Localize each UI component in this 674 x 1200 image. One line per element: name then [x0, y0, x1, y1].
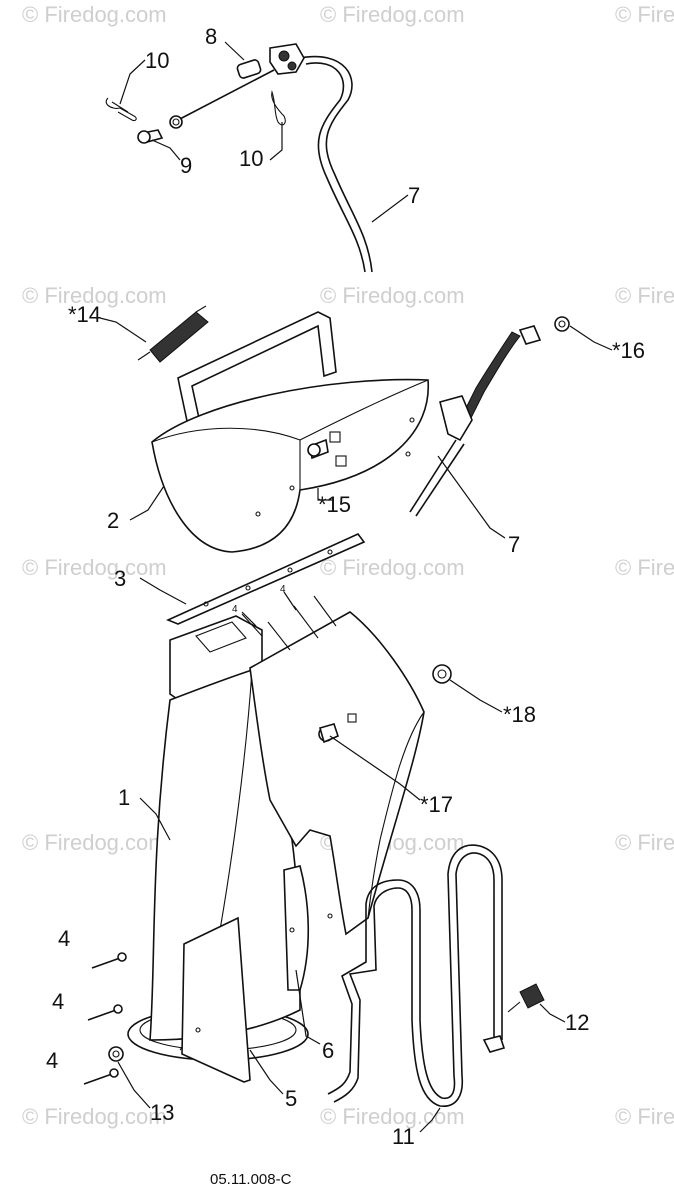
- callout-2: 2: [107, 508, 119, 533]
- callout-6: 6: [322, 1038, 334, 1063]
- leader-lines: [99, 41, 613, 1133]
- callout-17: *17: [420, 792, 453, 817]
- watermark-layer: © Firedog.com © Firedog.com © Firedog.co…: [22, 2, 674, 1129]
- callout-8: 8: [205, 24, 217, 49]
- callout-4: 4: [46, 1048, 58, 1073]
- callout-1: 1: [118, 785, 130, 810]
- callout-3: 3: [114, 566, 126, 591]
- callout-labels: 10 8 9 10 7 *14 2 *15 *16 7 3 4 4 *18 *1…: [46, 24, 645, 1149]
- drawing-code: 05.11.008-C: [210, 1171, 292, 1188]
- rivets: [83, 952, 127, 1085]
- control-cable-assembly: [105, 43, 373, 273]
- watermark-text: © Firedog.com: [22, 283, 167, 308]
- chute-deflector: [137, 305, 429, 553]
- watermark-text: © Firedog.com: [320, 283, 465, 308]
- callout-18: *18: [503, 702, 536, 727]
- watermark-text: © Firedog.com: [615, 2, 674, 27]
- callout-14: *14: [68, 302, 101, 327]
- callout-4: 4: [280, 584, 286, 595]
- callout-10: 10: [239, 146, 263, 171]
- chute-plate: [165, 533, 366, 625]
- callout-15: *15: [318, 492, 351, 517]
- watermark-text: © Firedog.com: [615, 283, 674, 308]
- control-cable-right: [409, 316, 570, 517]
- callout-9: 9: [180, 153, 192, 178]
- callout-11: 11: [392, 1124, 415, 1149]
- callout-7: 7: [408, 183, 420, 208]
- callout-10: 10: [145, 48, 169, 73]
- spring: [137, 305, 209, 363]
- watermark-text: © Firedog.com: [22, 830, 167, 855]
- callout-4: 4: [52, 989, 64, 1014]
- watermark-text: © Firedog.com: [615, 555, 674, 580]
- watermark-text: © Firedog.com: [320, 555, 465, 580]
- watermark-text: © Firedog.com: [320, 1104, 465, 1129]
- callout-5: 5: [285, 1086, 297, 1111]
- callout-4: 4: [58, 926, 70, 951]
- lower-chute: [127, 595, 452, 1083]
- watermark-text: © Firedog.com: [22, 2, 167, 27]
- watermark-text: © Firedog.com: [22, 555, 167, 580]
- watermark-text: © Firedog.com: [22, 1104, 167, 1129]
- callout-13: 13: [150, 1100, 174, 1125]
- callout-16: *16: [612, 338, 645, 363]
- watermark-text: © Firedog.com: [615, 830, 674, 855]
- control-rod: [327, 844, 545, 1107]
- callout-12: 12: [565, 1010, 589, 1035]
- callout-4: 4: [232, 604, 238, 615]
- callout-7: 7: [508, 532, 520, 557]
- watermark-text: © Firedog.com: [615, 1104, 674, 1129]
- watermark-text: © Firedog.com: [320, 2, 465, 27]
